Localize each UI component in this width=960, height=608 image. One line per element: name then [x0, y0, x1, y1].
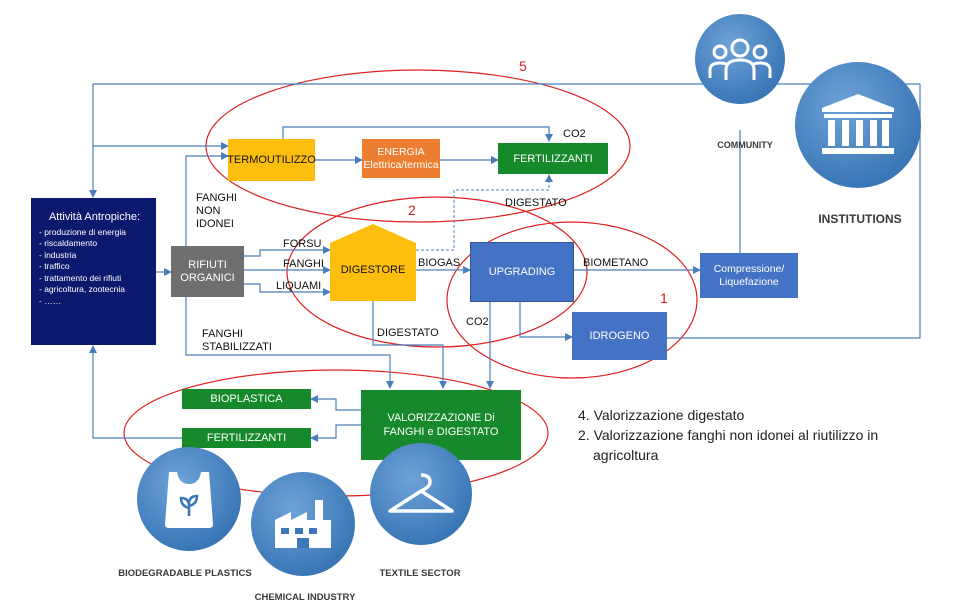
label-biogas: BIOGAS [418, 257, 461, 269]
attivita-item: - agricoltura, zootecnia [39, 284, 125, 294]
fertilizzanti-top-box: FERTILIZZANTI [498, 143, 608, 174]
chemical-industry-caption: CHEMICAL INDUSTRY [254, 592, 356, 603]
label-co2-top: CO2 [563, 128, 586, 140]
fertilizzanti-bottom-box: FERTILIZZANTI [182, 428, 311, 448]
rifiuti-organici-box: RIFIUTI ORGANICI [171, 246, 244, 297]
attivita-item: - trattamento dei rifiuti [39, 272, 122, 283]
bioplastica-box: BIOPLASTICA [182, 389, 311, 409]
arrow-upgrading-idrogeno [519, 302, 573, 341]
label-digestato-mid: DIGESTATO [377, 327, 439, 339]
arrow-termo-co2 [282, 126, 553, 142]
arrow-fanghi-stabilizzati [185, 297, 394, 389]
ellipse-group-2 [286, 196, 588, 348]
arrow-forsu [244, 246, 331, 257]
termoutilizzo-box: TERMOUTILIZZO [227, 139, 316, 181]
attivita-title: Attività Antropiche: [48, 211, 141, 223]
arrow-feedback-bottom [89, 345, 182, 439]
institutions-caption: INSTITUTIONS [818, 212, 902, 226]
hanger-icon [388, 473, 454, 513]
idrogeno-box: IDROGENO [572, 312, 667, 360]
arrow-feedback-top [89, 83, 920, 198]
arrow-loop-top [667, 84, 921, 339]
digestore-shape [330, 224, 416, 301]
circle-number-1: 1 [660, 290, 668, 306]
arrow-to-fertilizzanti [310, 424, 361, 442]
arrow-digestato-down [372, 300, 447, 389]
label-fanghi-non-idonei: FANGHI NON IDONEI [196, 192, 237, 230]
energia-label: ENERGIA [377, 145, 425, 158]
attivita-item: - riscaldamento [39, 238, 98, 248]
upgrading-box: UPGRADING [470, 242, 574, 302]
biodegradable-plastics-caption: BIODEGRADABLE PLASTICS [118, 568, 252, 579]
attivita-item: - produzione di energia [39, 226, 126, 237]
institutions-icon [795, 62, 921, 188]
label-liquami: LIQUAMI [276, 280, 322, 292]
label-fanghi: FANGHI [283, 258, 324, 270]
label-digestato-top: DIGESTATO [505, 197, 567, 209]
notes-list: 4. Valorizzazione digestato 2. Valorizza… [578, 405, 878, 465]
attivita-antropiche-box: Attività Antropiche: - produzione di ene… [31, 198, 156, 345]
community-icon [695, 14, 785, 104]
attivita-item: - industria [39, 249, 77, 260]
note-line: 4. Valorizzazione digestato [578, 407, 745, 423]
building-icon [822, 94, 894, 154]
note-line: agricoltura [593, 447, 659, 463]
attivita-item: - traffico [39, 261, 70, 271]
chemical-industry-icon [251, 472, 355, 576]
circle-number-2: 2 [408, 202, 416, 218]
biodegradable-plastics-icon [137, 447, 241, 551]
arrow-liquami [244, 283, 331, 296]
arrow-digestato-dashed [416, 174, 553, 251]
circle-number-5: 5 [519, 58, 527, 74]
note-line: 2. Valorizzazione fanghi non idonei al r… [578, 427, 879, 443]
energia-box: ENERGIA Elettrica/termica [362, 139, 440, 178]
arrow-to-bioplastica [310, 395, 361, 411]
textile-sector-icon [370, 443, 472, 545]
label-fanghi-stabilizzati: FANGHI STABILIZZATI [202, 328, 272, 353]
attivita-item: - …… [39, 295, 62, 306]
compressione-box: Compressione/ Liquefazione [700, 253, 798, 298]
label-co2-mid: CO2 [466, 316, 489, 328]
energia-sublabel: Elettrica/termica [363, 158, 439, 171]
arrow-to-termo [185, 152, 229, 246]
people-icon [708, 38, 772, 80]
community-caption: COMMUNITY [717, 140, 773, 150]
label-forsu: FORSU [283, 238, 322, 250]
label-biometano: BIOMETANO [583, 257, 649, 269]
textile-sector-caption: TEXTILE SECTOR [379, 568, 461, 579]
bag-leaf-icon [165, 472, 213, 528]
digestore-box: DIGESTORE [340, 264, 406, 276]
factory-icon [275, 500, 331, 548]
ellipse-group-1 [446, 221, 698, 379]
